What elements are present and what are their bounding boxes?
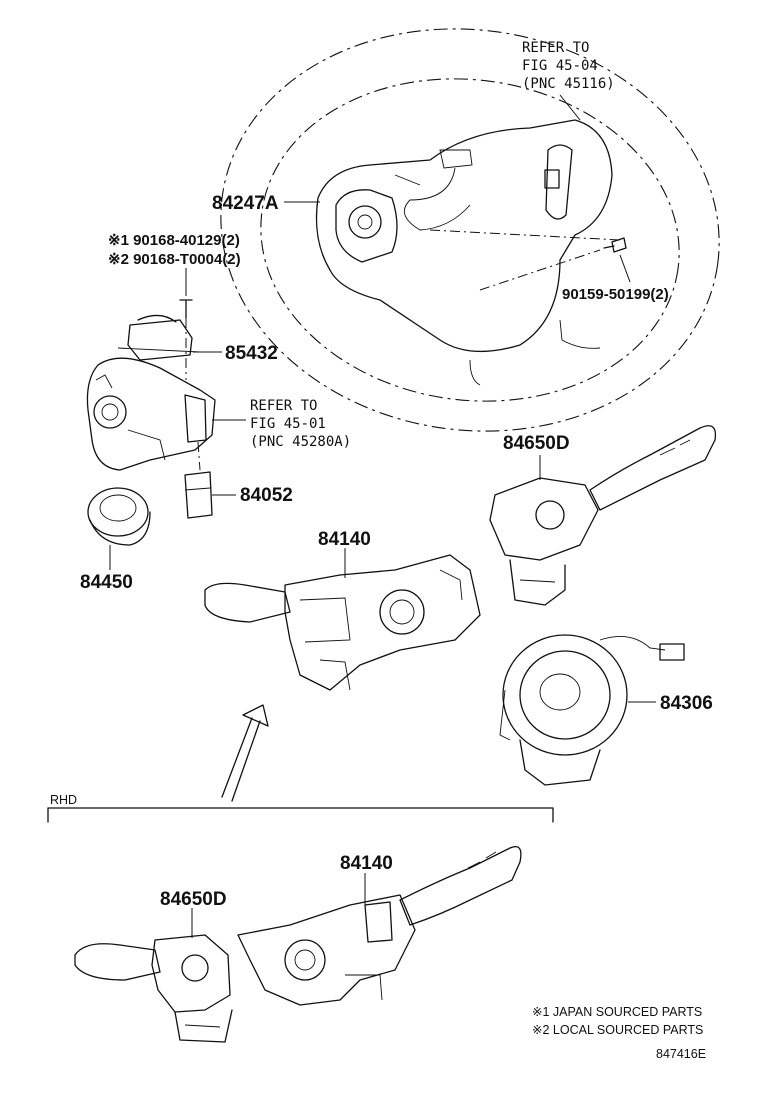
airbag-ref-line1: REFER TO [522,40,589,56]
rhd-label: RHD [50,793,77,807]
lock-housing-drawing [86,299,216,546]
label-84650D-top: 84650D [503,433,570,454]
arrow-icon [221,704,269,802]
lock-ref-line1: REFER TO [250,398,317,414]
wiper-switch-top-drawing [489,425,717,606]
label-84306: 84306 [660,693,713,714]
label-bolt: 90159-50199(2) [562,286,669,303]
spiral-cable-drawing [499,634,685,786]
label-screw1: ※1 90168-40129(2) [108,232,240,249]
label-84450: 84450 [80,572,133,593]
lock-ref-line2: FIG 45-01 [250,416,326,432]
label-84052: 84052 [240,485,293,506]
note-japan-sourced: ※1 JAPAN SOURCED PARTS [532,1005,702,1019]
turn-switch-bottom-drawing [237,845,522,1006]
leader-bolt [619,254,631,283]
label-85432: 85432 [225,343,278,364]
label-84140-top: 84140 [318,529,371,550]
label-screw2: ※2 90168-T0004(2) [108,251,241,268]
airbag-ref-line3: (PNC 45116) [522,76,615,92]
steering-wheel-drawing [220,28,720,432]
note-local-sourced: ※2 LOCAL SOURCED PARTS [532,1023,703,1037]
airbag-ref-line2: FIG 45-04 [522,58,598,74]
rhd-bracket [47,807,554,823]
figure-code: 847416E [656,1047,706,1061]
turn-switch-top-drawing [204,554,481,691]
label-84650D-bottom: 84650D [160,889,227,910]
wiper-switch-bottom-drawing [74,934,233,1043]
lock-ref-line3: (PNC 45280A) [250,434,351,450]
label-84140-bottom: 84140 [340,853,393,874]
label-84247A: 84247A [212,193,279,214]
leader-airbag-ref [559,94,581,121]
